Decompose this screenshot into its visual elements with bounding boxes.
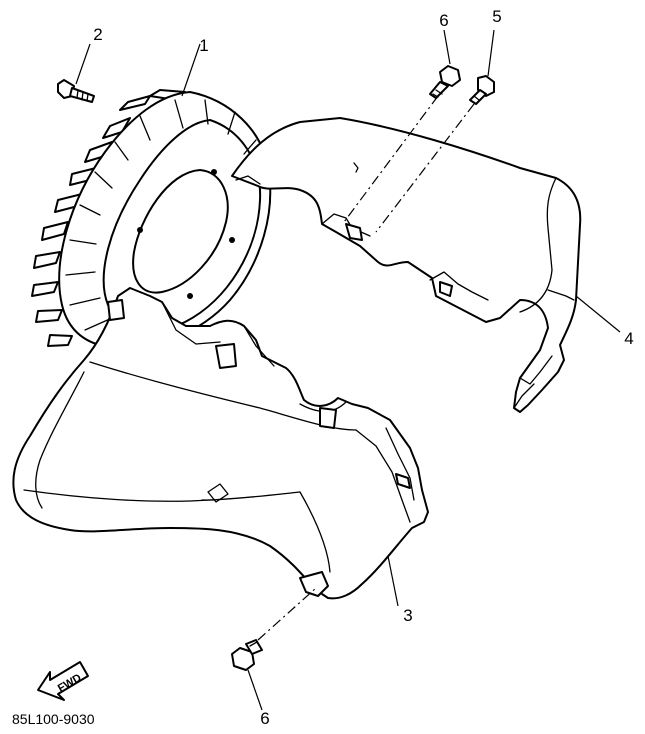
leader-line bbox=[487, 29, 495, 77]
callout-part-6-bottom: 6 bbox=[260, 709, 269, 728]
bolt-part-6-bottom bbox=[231, 639, 263, 671]
diagram-code: 85L100-9030 bbox=[12, 711, 95, 727]
leader-line bbox=[575, 295, 621, 333]
bolt-part-6-top bbox=[429, 65, 461, 99]
lower-air-shroud bbox=[12, 287, 429, 600]
fan-bolt-hole bbox=[187, 293, 193, 299]
callout-part-2: 2 bbox=[93, 25, 102, 44]
upper-air-shroud bbox=[231, 117, 582, 413]
fan-spokes bbox=[65, 99, 257, 331]
callout-part-5: 5 bbox=[492, 7, 501, 26]
leader-line bbox=[247, 669, 263, 711]
callout-part-4: 4 bbox=[624, 329, 633, 348]
leader-line bbox=[443, 29, 451, 65]
assembly-line bbox=[257, 587, 317, 641]
assembly-line bbox=[375, 103, 475, 233]
fan-bolt-hole bbox=[211, 169, 217, 175]
leader-line bbox=[181, 43, 201, 97]
fan-bolt-hole bbox=[229, 237, 235, 243]
assembly-line bbox=[343, 95, 439, 223]
fan-bolt-hole bbox=[137, 227, 143, 233]
leader-line bbox=[75, 43, 91, 85]
fan-fins bbox=[31, 89, 186, 347]
cooling-fan bbox=[31, 89, 272, 350]
leader-line bbox=[387, 555, 399, 607]
callout-part-1: 1 bbox=[199, 36, 208, 55]
callout-part-3: 3 bbox=[403, 606, 412, 625]
forward-direction-arrow: FWD bbox=[37, 661, 89, 701]
screw-part-5 bbox=[469, 75, 495, 105]
callout-part-6-top: 6 bbox=[439, 11, 448, 30]
screw-part-2 bbox=[57, 79, 95, 103]
